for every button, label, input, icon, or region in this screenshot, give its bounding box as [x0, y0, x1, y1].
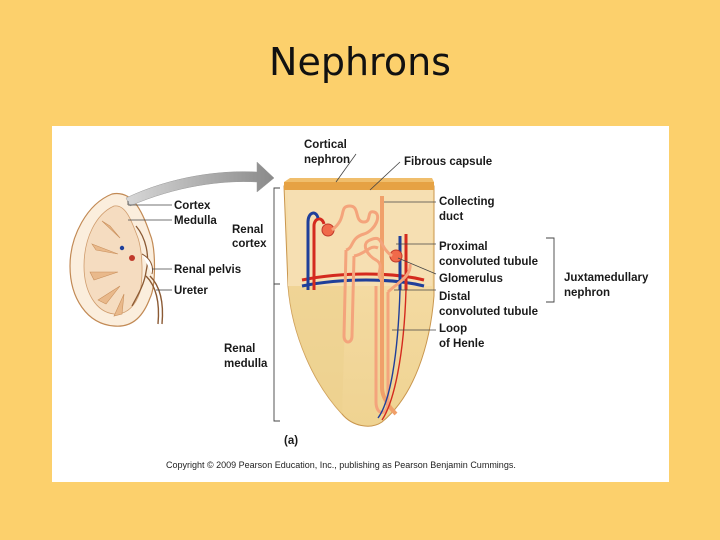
renal-wedge: [283, 178, 435, 427]
label-glomerulus: Glomerulus: [439, 273, 503, 285]
label-ureter: Ureter: [174, 285, 208, 297]
label-proximal-2: convoluted tubule: [439, 256, 538, 268]
slide-title: Nephrons: [269, 40, 451, 84]
label-fibrous-capsule: Fibrous capsule: [404, 156, 492, 168]
juxtamedullary-nephron: [363, 234, 412, 421]
panel-letter: (a): [284, 435, 298, 447]
label-renal-cortex-2: cortex: [232, 238, 267, 250]
label-loop-1: Loop: [439, 323, 467, 335]
left-label-lines: [127, 201, 172, 291]
label-proximal-1: Proximal: [439, 241, 488, 253]
label-cortex: Cortex: [174, 200, 211, 212]
label-renal-cortex-1: Renal: [232, 224, 263, 236]
label-distal-1: Distal: [439, 291, 470, 303]
figure-panel: Cortical nephron Fibrous capsule Cortex …: [52, 126, 669, 482]
label-distal-2: convoluted tubule: [439, 306, 538, 318]
label-medulla: Medulla: [174, 215, 217, 227]
label-renal-pelvis: Renal pelvis: [174, 264, 241, 276]
arcuate-vessels: [301, 272, 425, 288]
juxtamedullary-bracket: [546, 237, 555, 303]
zoom-arrow: [125, 161, 275, 207]
copyright-notice: Copyright © 2009 Pearson Education, Inc.…: [166, 460, 516, 470]
label-cortical-nephron-2: nephron: [304, 154, 350, 166]
collecting-duct: [380, 196, 398, 416]
left-brackets: [273, 187, 280, 422]
label-renal-medulla-2: medulla: [224, 358, 268, 370]
label-collecting-duct-2: duct: [439, 211, 463, 223]
kidney-cross-section: [69, 192, 164, 327]
right-label-lines: [335, 153, 437, 331]
label-renal-medulla-1: Renal: [224, 343, 255, 355]
label-collecting-duct-1: Collecting: [439, 196, 495, 208]
label-loop-2: of Henle: [439, 338, 484, 350]
label-juxtamedullary-1: Juxtamedullary: [564, 272, 649, 284]
nephron-diagram: Cortical nephron Fibrous capsule Cortex …: [69, 139, 649, 470]
cortical-nephron: [306, 204, 380, 344]
label-juxtamedullary-2: nephron: [564, 287, 610, 299]
label-cortical-nephron-1: Cortical: [304, 139, 347, 151]
